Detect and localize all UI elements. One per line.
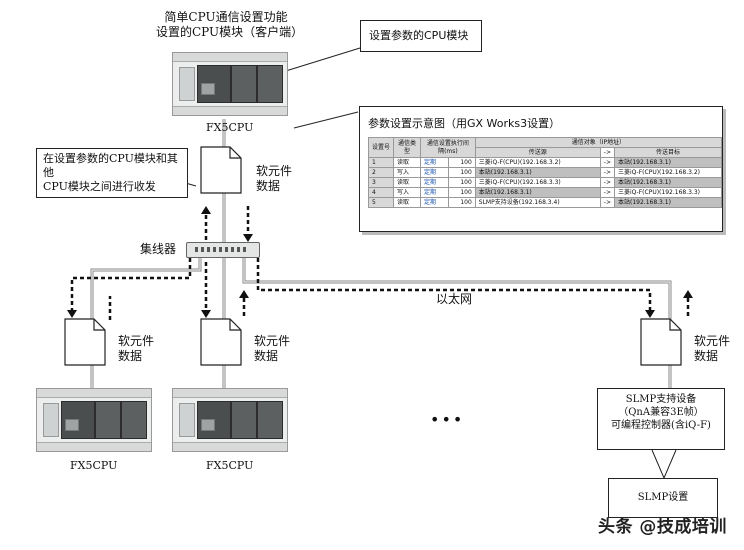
cell-type: 写入 [393, 167, 421, 178]
more-devices-ellipsis: ••• [430, 410, 465, 429]
data-file-icon-mid [200, 318, 242, 366]
slmp-device-box: SLMP支持设备 （QnA兼容3E帧） 可编程控制器(含iQ-F) [597, 388, 725, 450]
cell-no: 1 [368, 157, 394, 168]
cell-dest: 三菱iQ-F(CPU)(192.168.3.3) [614, 187, 722, 198]
slmp-device-line1: SLMP支持设备 [625, 394, 697, 405]
cell-source: 三菱iQ-F(CPU)(192.168.3.2) [474, 157, 601, 168]
cell-arrow: -> [599, 167, 616, 178]
cell-arrow: -> [599, 177, 616, 188]
cpu-label-top: FX5CPU [206, 121, 254, 134]
device-data-label-top: 软元件 数据 [256, 164, 292, 194]
device-data-line1: 软元件 [118, 334, 155, 348]
cell-dest: 本站(192.168.3.1) [614, 177, 722, 188]
callout-setting-cpu-text: 设置参数的CPU模块 [369, 29, 469, 42]
cell-arrow: -> [599, 197, 616, 208]
table-row: 1 读取 定期 100 三菱iQ-F(CPU)(192.168.3.2) -> … [368, 157, 722, 168]
parameter-table-panel: 参数设置示意图（用GX Works3设置） 设置号 通信类型 通信设置执行间隔(… [359, 106, 723, 232]
col-arrow: -> [599, 147, 616, 158]
cpu-module-top [172, 52, 288, 116]
callout-send-receive-line2: CPU模块之间进行收发 [43, 180, 156, 193]
device-data-line2: 数据 [118, 349, 143, 363]
device-data-label-left: 软元件 数据 [118, 334, 154, 364]
table-row: 2 写入 定期 100 本站(192.168.3.1) -> 三菱iQ-F(CP… [368, 167, 722, 178]
cpu-module-left [36, 388, 152, 452]
col-no: 设置号 [368, 137, 394, 158]
cell-no: 3 [368, 177, 394, 188]
cell-source: 本站(192.168.3.1) [474, 187, 601, 198]
cell-source: SLMP支持设备(192.168.3.4) [474, 197, 601, 208]
cell-arrow: -> [599, 157, 616, 168]
cell-source: 本站(192.168.3.1) [474, 167, 601, 178]
col-dest: 传送目标 [614, 147, 722, 158]
cpu-module-mid [172, 388, 288, 452]
cpu-label-mid: FX5CPU [206, 459, 254, 472]
cell-dest: 本站(192.168.3.1) [614, 157, 722, 168]
cell-type: 读取 [393, 197, 421, 208]
cell-interval: 100 [447, 167, 476, 178]
device-data-line1: 软元件 [694, 334, 731, 348]
callout-send-receive-line1: 在设置参数的CPU模块和其他 [43, 152, 178, 179]
cell-arrow: -> [599, 187, 616, 198]
cell-interval: 100 [447, 177, 476, 188]
cell-type: 读取 [393, 177, 421, 188]
cell-timing: 定期 [420, 157, 449, 168]
data-file-icon-left [64, 318, 106, 366]
ethernet-label: 以太网 [436, 292, 473, 306]
cell-dest: 本站(192.168.3.1) [614, 197, 722, 208]
slmp-device-line2: （QnA兼容3E帧） [618, 407, 704, 418]
device-data-label-right: 软元件 数据 [694, 334, 730, 364]
hub-icon [186, 242, 260, 258]
watermark: 头条 @技成培训 [598, 517, 727, 537]
top-caption: 简单CPU通信设置功能 设置的CPU模块（客户端） [156, 10, 304, 40]
table-row: 4 写入 定期 100 本站(192.168.3.1) -> 三菱iQ-F(CP… [368, 187, 722, 198]
col-target: 通信对象（IP地址） [474, 137, 723, 148]
col-source: 传送源 [474, 147, 601, 158]
cell-timing: 定期 [420, 197, 449, 208]
col-timing: 通信设置执行间隔(ms) [420, 137, 476, 158]
cell-timing: 定期 [420, 167, 449, 178]
table-row: 3 读取 定期 100 三菱iQ-F(CPU)(192.168.3.3) -> … [368, 177, 722, 188]
cell-type: 读取 [393, 157, 421, 168]
cell-source: 三菱iQ-F(CPU)(192.168.3.3) [474, 177, 601, 188]
cell-dest: 三菱iQ-F(CPU)(192.168.3.2) [614, 167, 722, 178]
cell-timing: 定期 [420, 177, 449, 188]
callout-setting-cpu: 设置参数的CPU模块 [360, 20, 482, 52]
top-caption-line1: 简单CPU通信设置功能 [164, 10, 288, 24]
cell-no: 4 [368, 187, 394, 198]
device-data-line2: 数据 [694, 349, 719, 363]
data-file-icon-right [640, 318, 682, 366]
slmp-setting-label: SLMP设置 [637, 492, 689, 503]
device-data-label-mid: 软元件 数据 [254, 334, 290, 364]
data-file-icon-top [200, 146, 242, 194]
cell-no: 5 [368, 197, 394, 208]
hub-label: 集线器 [140, 242, 177, 256]
device-data-line2: 数据 [256, 179, 281, 193]
callout-send-receive: 在设置参数的CPU模块和其他 CPU模块之间进行收发 [36, 148, 188, 198]
cell-interval: 100 [447, 197, 476, 208]
slmp-device-line3: 可编程控制器(含iQ-F) [611, 420, 711, 431]
cell-interval: 100 [447, 187, 476, 198]
cpu-label-left: FX5CPU [70, 459, 118, 472]
top-caption-line2: 设置的CPU模块（客户端） [156, 25, 304, 39]
device-data-line1: 软元件 [256, 164, 293, 178]
col-type: 通信类型 [393, 137, 421, 158]
device-data-line1: 软元件 [254, 334, 291, 348]
cell-timing: 定期 [420, 187, 449, 198]
slmp-setting-box: SLMP设置 [608, 478, 718, 518]
parameter-table: 设置号 通信类型 通信设置执行间隔(ms) 通信对象（IP地址） 传送源 -> … [368, 137, 723, 208]
device-data-line2: 数据 [254, 349, 279, 363]
cell-interval: 100 [447, 157, 476, 168]
cell-no: 2 [368, 167, 394, 178]
parameter-table-title: 参数设置示意图（用GX Works3设置） [368, 117, 561, 130]
cell-type: 写入 [393, 187, 421, 198]
table-row: 5 读取 定期 100 SLMP支持设备(192.168.3.4) -> 本站(… [368, 197, 722, 208]
